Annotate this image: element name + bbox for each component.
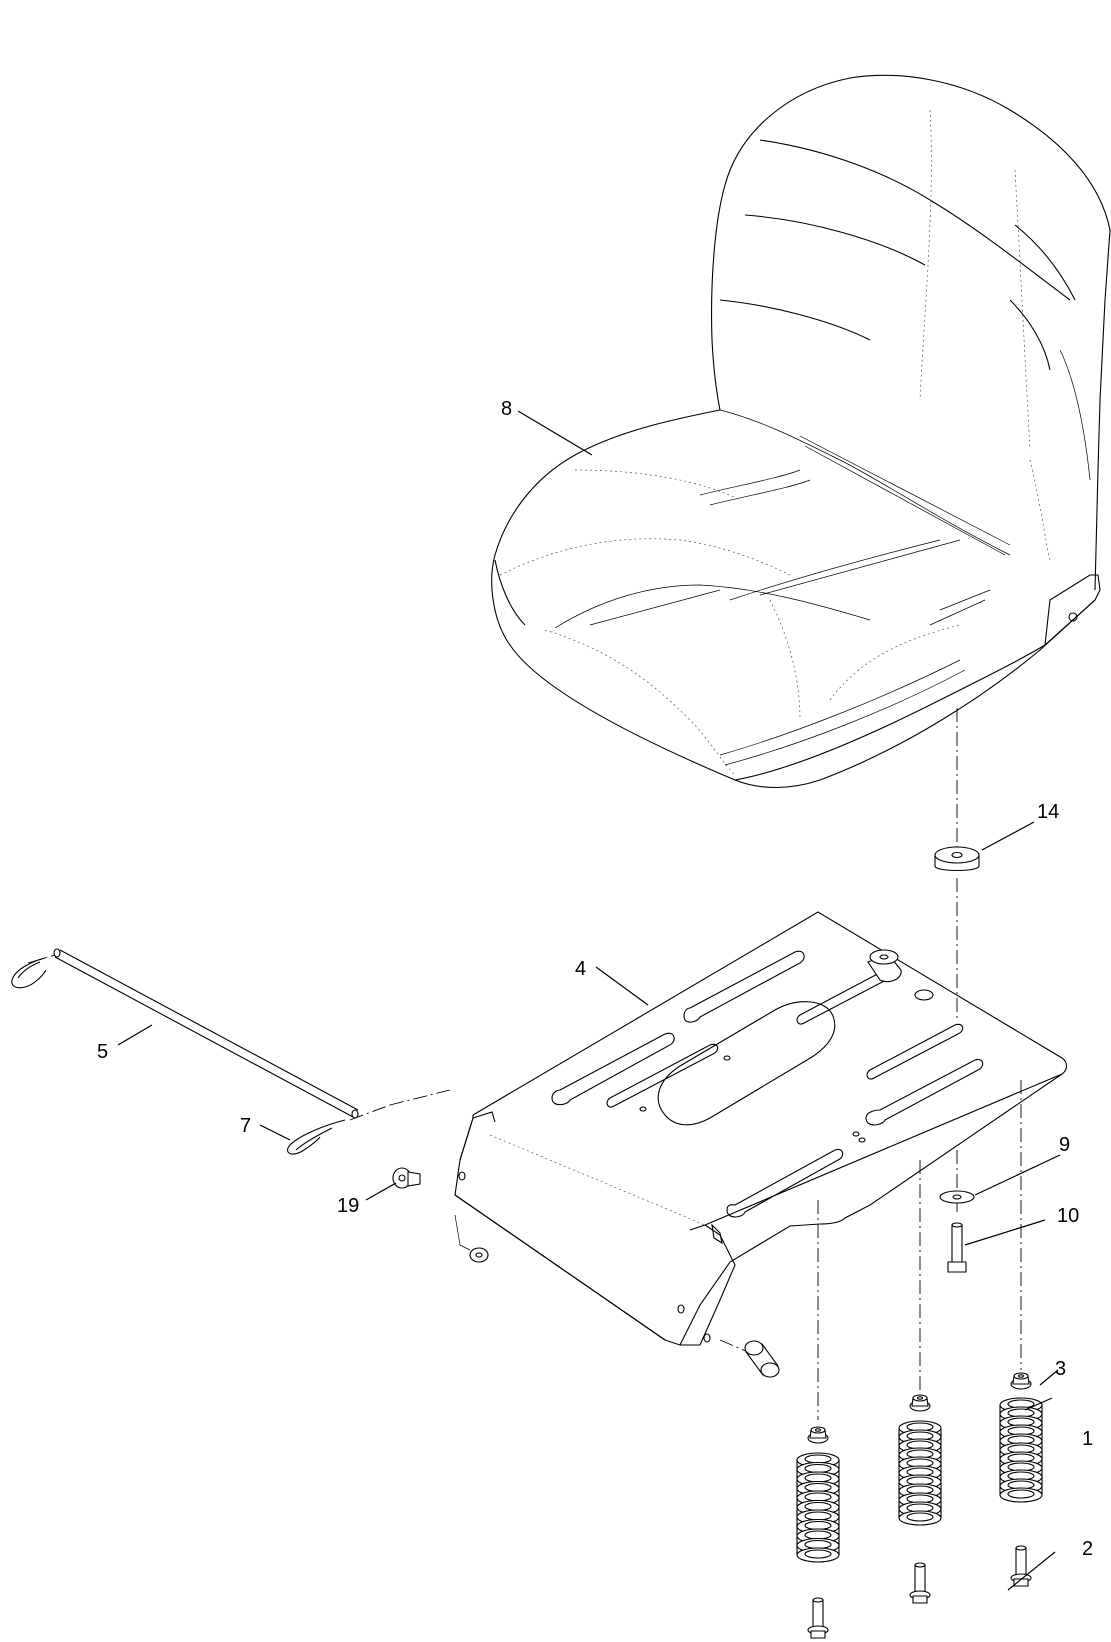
- bushing: [744, 1340, 780, 1378]
- washer-9: [939, 1190, 975, 1204]
- nut-under-plate: [454, 1214, 489, 1263]
- callout-8: 8: [501, 398, 512, 420]
- hairpin-clip-7: [287, 1119, 346, 1155]
- rod-5: [53, 948, 359, 1119]
- spacer-14: [934, 846, 980, 872]
- spring-assembly-middle: [898, 1394, 942, 1604]
- spring-assembly-left: [796, 1426, 840, 1639]
- seat: [491, 74, 1111, 789]
- callouts: 8 14 4 5 7 19 9 10 3 1 2: [97, 398, 1093, 1560]
- callout-1: 1: [1082, 1428, 1093, 1450]
- leader-lines: [117, 410, 1061, 1591]
- spring-assembly-right: [999, 1372, 1043, 1587]
- callout-2: 2: [1082, 1538, 1093, 1560]
- callout-7: 7: [240, 1115, 251, 1137]
- bolt-10: [947, 1222, 967, 1273]
- callout-9: 9: [1059, 1134, 1070, 1156]
- callout-14: 14: [1037, 801, 1059, 823]
- hairpin-clip-left: [11, 957, 47, 989]
- seat-plate: [454, 911, 1068, 1346]
- bolt-19: [392, 1167, 421, 1189]
- callout-4: 4: [575, 958, 586, 980]
- callout-3: 3: [1055, 1358, 1066, 1380]
- assembly-center-lines: [27, 708, 1022, 1420]
- callout-5: 5: [97, 1041, 108, 1063]
- callout-19: 19: [337, 1195, 359, 1217]
- callout-10: 10: [1057, 1205, 1079, 1227]
